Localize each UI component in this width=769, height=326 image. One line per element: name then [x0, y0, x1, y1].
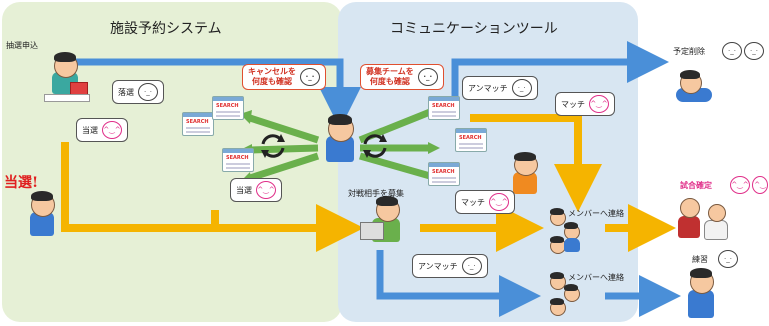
- sad-face-icon: ·_·: [722, 42, 742, 60]
- search-screen-icon: SEARCH: [212, 96, 244, 120]
- blue-arrow-cancel: [451, 41, 669, 100]
- search-screen-icon: SEARCH: [182, 112, 214, 136]
- green-arrows-right: [358, 108, 432, 180]
- bubble-win-2: 当選^‿^: [230, 178, 282, 202]
- bubble-cancel-check: キャンセルを 何度も確認·_·: [242, 64, 326, 90]
- sad-face-icon: ·_·: [138, 83, 158, 101]
- bubble-match-1: マッチ^‿^: [555, 92, 615, 116]
- contact-members-label-2: メンバーへ連絡: [568, 273, 624, 282]
- bubble-lose: 落選·_·: [112, 80, 164, 104]
- lottery-won-sign: 当選!: [4, 175, 39, 191]
- bubble-match-2: マッチ^‿^: [455, 190, 515, 214]
- happy-face-icon: ^‿^: [730, 176, 750, 194]
- green-arrows-left: [248, 114, 320, 182]
- bubble-unmatch-2: アンマッチ·_·: [412, 254, 488, 278]
- sad-face-icon: ·_·: [461, 257, 482, 275]
- happy-face-icon: ^‿^: [256, 181, 276, 199]
- happy-face-icon: ^‿^: [489, 193, 509, 211]
- member-group-1: [546, 208, 590, 258]
- sad-face-icon: ·_·: [744, 42, 764, 60]
- facility-reservation-title: 施設予約システム: [110, 21, 222, 37]
- recruit-opponent-label: 対戦相手を募集: [348, 189, 404, 198]
- person-sleeping: [672, 68, 716, 112]
- refresh-icon: [261, 134, 285, 158]
- yellow-arrow-won: [61, 142, 364, 252]
- blue-arrow-lottery: [70, 58, 361, 129]
- bubble-win-1: 当選^‿^: [76, 118, 128, 142]
- person-center-checking: [318, 112, 362, 164]
- sad-face-icon: ·_·: [417, 68, 438, 86]
- bubble-recruit-check: 募集チームを 何度も確認·_·: [360, 64, 444, 90]
- practice-label: 練習: [692, 255, 708, 264]
- person-applicant: [40, 50, 90, 110]
- sad-face-icon: ·_·: [300, 68, 320, 86]
- match-confirmed-label: 試合確定: [680, 181, 712, 190]
- search-screen-icon: SEARCH: [455, 128, 487, 152]
- happy-face-icon: ^‿: [752, 176, 768, 194]
- schedule-cancel-label: 予定削除: [673, 47, 705, 56]
- person-recruiter: [360, 196, 410, 246]
- refresh-icon: [363, 134, 387, 158]
- person-winner: [22, 190, 62, 240]
- sad-face-icon: ·_·: [511, 79, 532, 97]
- person-celebrating: [505, 152, 545, 196]
- search-screen-icon: SEARCH: [428, 96, 460, 120]
- lottery-apply-label: 抽選申込: [6, 41, 38, 50]
- yellow-arrow-match-2: [470, 114, 602, 212]
- member-group-2: [546, 272, 590, 322]
- search-screen-icon: SEARCH: [222, 148, 254, 172]
- contact-members-label-1: メンバーへ連絡: [568, 209, 624, 218]
- blue-arrow-unmatch: [376, 250, 541, 317]
- bubble-unmatch-1: アンマッチ·_·: [462, 76, 538, 100]
- communication-tool-title: コミュニケーションツール: [390, 21, 558, 37]
- happy-face-icon: ^‿^: [102, 121, 122, 139]
- person-match-players: [672, 196, 732, 244]
- sad-face-icon: ·_·: [718, 250, 738, 268]
- search-screen-icon: SEARCH: [428, 162, 460, 186]
- person-practice: [676, 268, 726, 322]
- happy-face-icon: ^‿^: [589, 95, 609, 113]
